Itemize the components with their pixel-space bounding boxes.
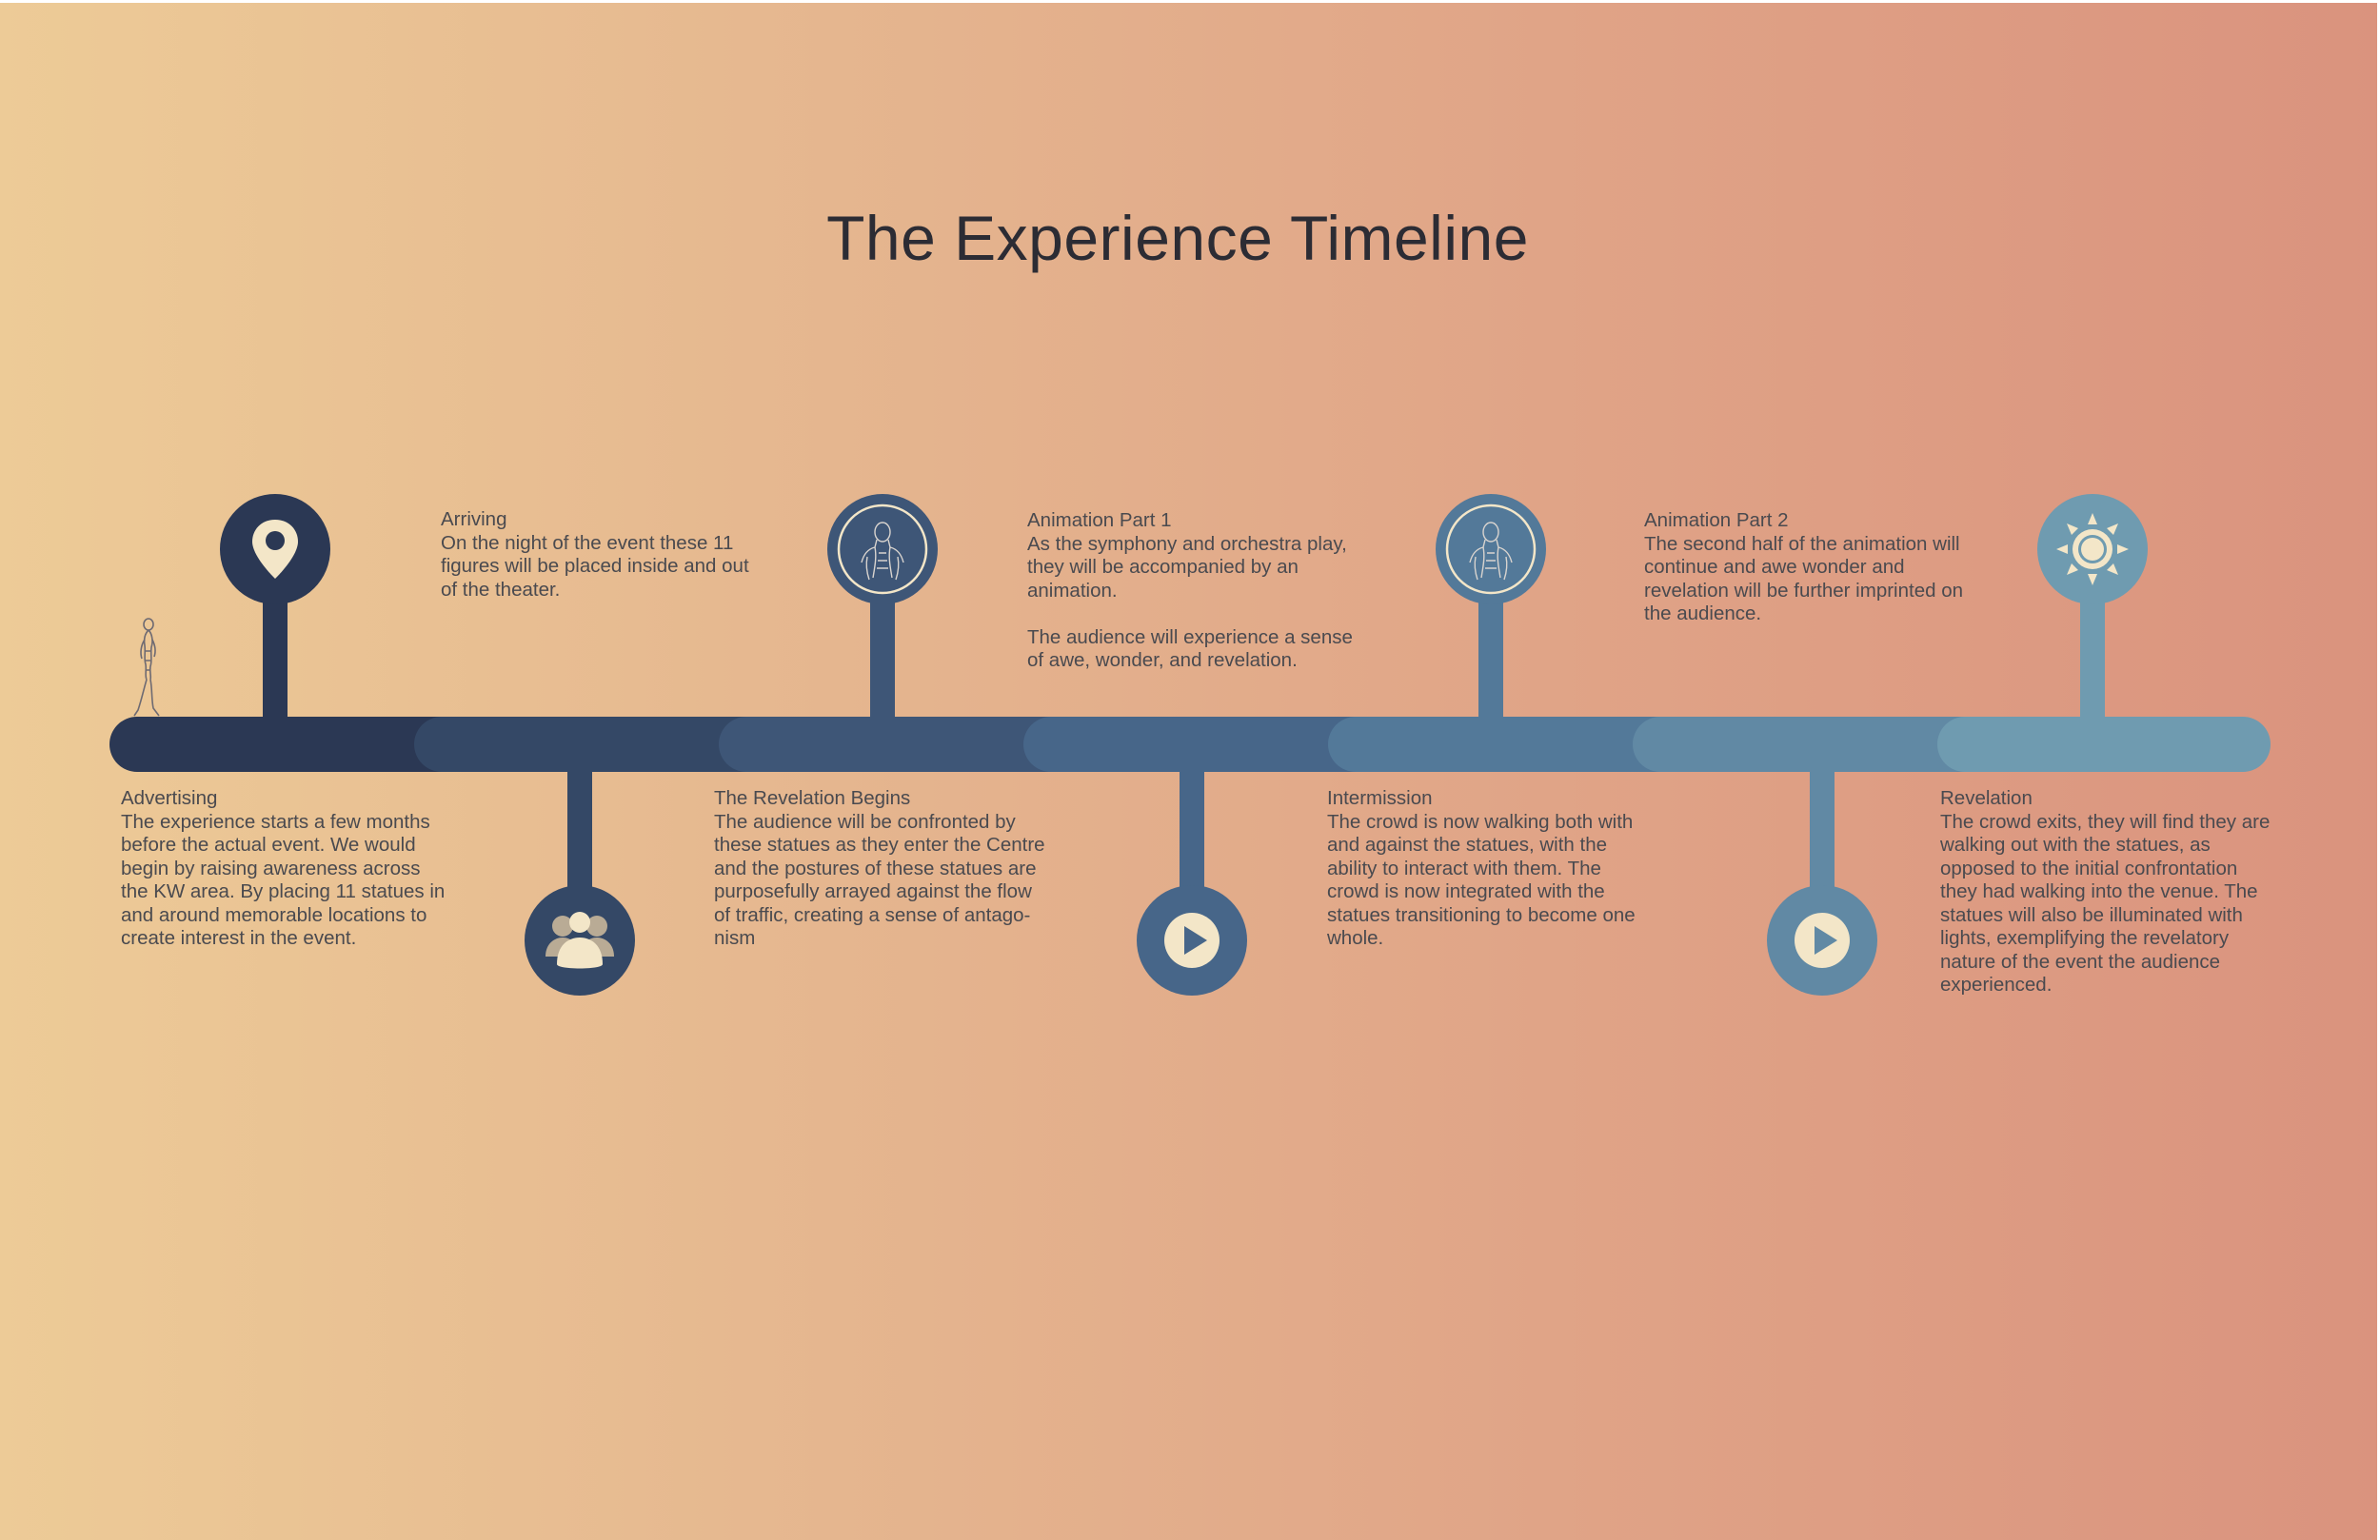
marker-circle-intermission <box>1436 494 1546 604</box>
top-border <box>0 0 2380 3</box>
marker-circle-revelation-begins <box>827 494 938 604</box>
entry-title: Revelation <box>1940 787 2359 811</box>
marker-stem <box>567 766 592 899</box>
location-pin-icon <box>248 518 302 581</box>
entry-title: The Revelation Begins <box>714 787 1104 811</box>
entry-body: The second half of the animation will co… <box>1644 533 2025 626</box>
play-icon <box>1161 910 1222 971</box>
marker-stem <box>2080 590 2105 723</box>
timeline-entry-intermission: Intermission The crowd is now walking bo… <box>1327 787 1708 951</box>
entry-title: Intermission <box>1327 787 1708 811</box>
timeline-entry-revelation: Revelation The crowd exits, they will fi… <box>1940 787 2359 997</box>
timeline-segment-7 <box>1937 717 2271 772</box>
timeline-entry-animation-part-1: Animation Part 1 As the symphony and orc… <box>1027 509 1418 673</box>
sun-icon <box>2054 511 2131 587</box>
timeline-entry-arriving: Arriving On the night of the event these… <box>441 508 822 602</box>
marker-circle-advertising <box>220 494 330 604</box>
page-title: The Experience Timeline <box>0 202 2355 274</box>
statue-portrait-icon <box>1441 500 1540 599</box>
marker-stem <box>1180 766 1204 899</box>
timeline-entry-advertising: Advertising The experience starts a few … <box>121 787 502 951</box>
entry-body: The experience starts a few months befor… <box>121 811 502 951</box>
entry-body: On the night of the event these 11 figur… <box>441 532 822 602</box>
marker-stem <box>1478 590 1503 723</box>
timeline-bar <box>109 717 2271 772</box>
entry-title: Animation Part 1 <box>1027 509 1418 533</box>
marker-circle-arriving <box>525 885 635 996</box>
entry-body: As the symphony and orchestra play, they… <box>1027 533 1418 673</box>
people-group-icon <box>542 907 618 974</box>
play-icon <box>1792 910 1853 971</box>
entry-body: The crowd exits, they will find they are… <box>1940 811 2359 997</box>
entry-title: Advertising <box>121 787 502 811</box>
marker-circle-revelation <box>2037 494 2148 604</box>
entry-body: The crowd is now walking both with and a… <box>1327 811 1708 951</box>
marker-stem <box>263 590 288 723</box>
entry-title: Arriving <box>441 508 822 532</box>
timeline-entry-revelation-begins: The Revelation Begins The audience will … <box>714 787 1104 951</box>
marker-circle-animation-part-2 <box>1767 885 1877 996</box>
marker-circle-animation-part-1 <box>1137 885 1247 996</box>
statue-portrait-icon <box>833 500 932 599</box>
timeline-entry-animation-part-2: Animation Part 2 The second half of the … <box>1644 509 2025 626</box>
marker-stem <box>870 590 895 723</box>
entry-title: Animation Part 2 <box>1644 509 2025 533</box>
marker-stem <box>1810 766 1835 899</box>
entry-body: The audience will be confronted by these… <box>714 811 1104 951</box>
walking-statue-icon <box>129 617 167 721</box>
